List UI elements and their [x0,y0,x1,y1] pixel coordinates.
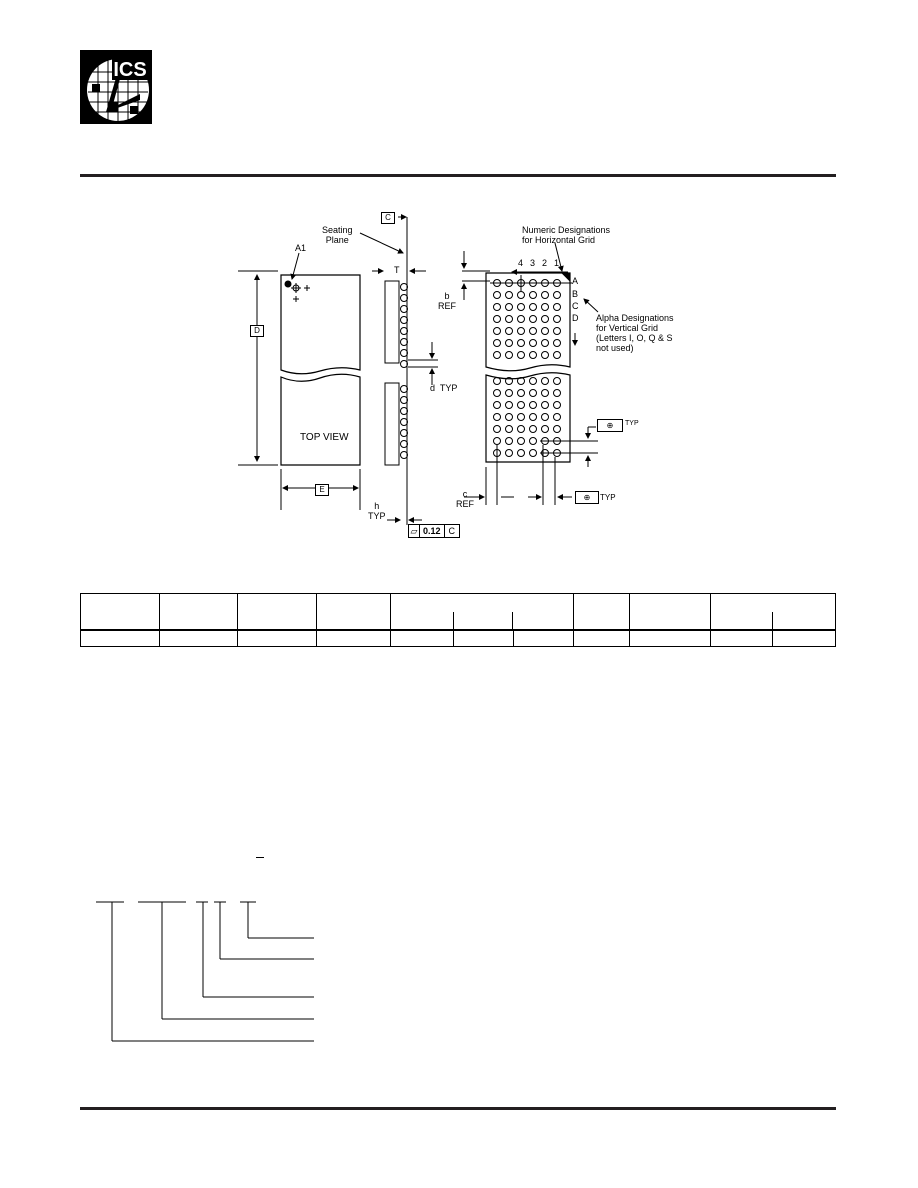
flatness-frame: ▱ 0.12 C [408,524,461,538]
dim-t-label: T [394,265,400,275]
package-drawing: C Seating Plane A1 D E T TOP VIEW b REF … [200,205,680,545]
footer-rule [80,1107,836,1110]
table-cell [573,629,630,647]
top-view-label: TOP VIEW [300,432,349,443]
table-cell [390,629,454,647]
table-cell [159,629,238,647]
typ-right-label: TYP [625,420,639,427]
bga-outline-drawing [238,214,599,525]
row-letter-d: D [572,313,579,323]
row-letter-b: B [572,289,579,299]
typ-bottom-label: TYP [600,493,616,502]
seating-plane-label: Seating Plane [322,225,353,245]
table-row [80,629,836,647]
dim-e-box: E [315,484,329,496]
column-number-3: 3 [530,258,536,268]
column-number-1: 1 [554,258,560,268]
dimension-table [80,593,836,647]
ics-logo: ICS [80,50,152,124]
table-cell [573,593,630,630]
flatness-value: 0.12 [420,525,445,537]
table-header-row [80,593,836,630]
d-typ-label: d TYP [430,383,458,393]
column-number-2: 2 [542,258,548,268]
table-cell [316,629,391,647]
small-dash-mark [256,857,264,858]
table-cell [772,629,836,647]
table-cell [237,629,317,647]
table-cell [390,593,574,630]
table-cell [710,593,836,630]
table-cell [513,629,574,647]
table-cell [629,629,711,647]
h-typ-label: h TYP [368,501,386,521]
c-ref-label: c REF [456,489,474,509]
svg-text:ICS: ICS [113,59,146,81]
column-number-4: 4 [518,258,524,268]
row-letter-a: A [572,276,579,286]
numeric-designations-note: Numeric Designations for Horizontal Grid [522,225,611,245]
table-cell [80,593,160,630]
alpha-designations-note: Alpha Designations for Vertical Grid (Le… [596,313,674,353]
table-cell [453,629,514,647]
dim-d-box: D [250,325,264,337]
row-letter-c: C [572,301,579,311]
table-cell [237,593,317,630]
pin-a1-label: A1 [295,243,307,253]
table-cell [80,629,160,647]
header-rule [80,174,836,177]
table-cell [710,629,773,647]
flatness-datum: C [448,526,456,536]
ordering-diagram [90,895,330,1050]
position-tolerance-box-bottom: ⊕ [575,491,599,504]
ordering-bracket-lines [96,901,314,1042]
logo-graphic: ICS [80,50,152,124]
flatness-symbol-icon: ▱ [409,525,420,537]
table-cell [629,593,711,630]
table-cell [159,593,238,630]
position-tolerance-box-right: ⊕ [597,419,623,432]
datum-c-box: C [381,212,395,224]
table-cell [316,593,391,630]
b-ref-label: b REF [438,291,456,311]
